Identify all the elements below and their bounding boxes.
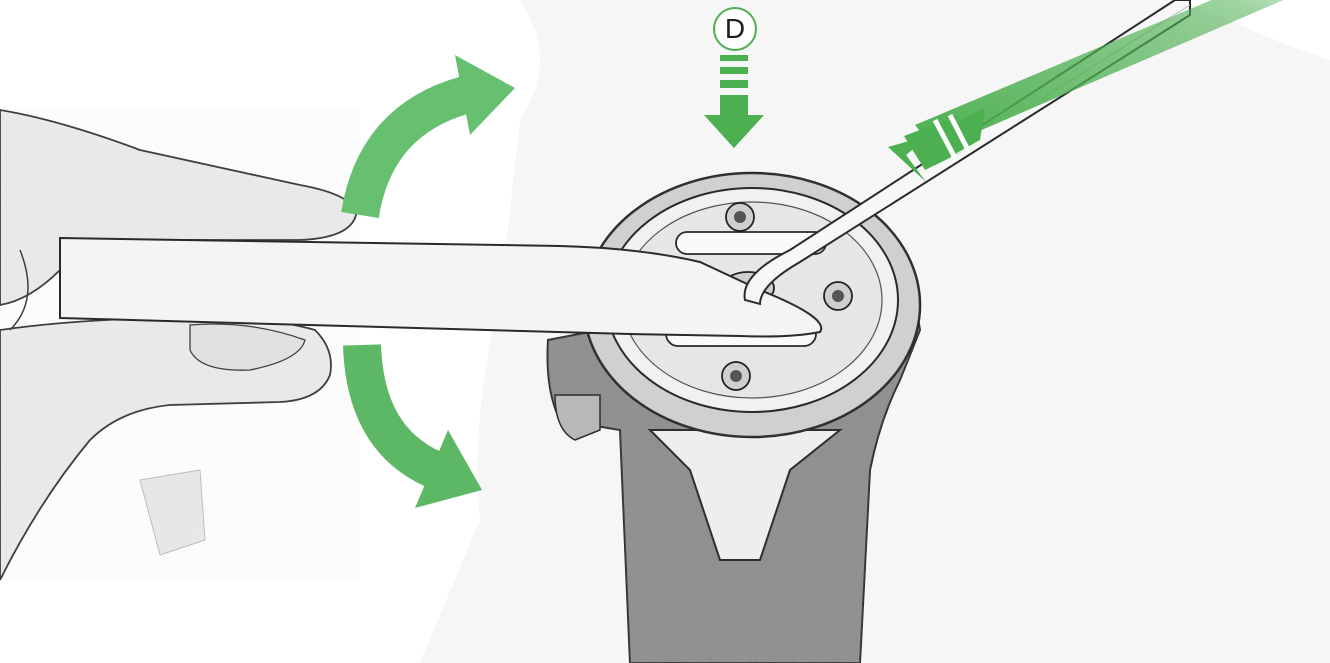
screw-right-icon <box>824 282 852 310</box>
screw-top-icon <box>726 203 754 231</box>
hand <box>0 110 360 580</box>
step-marker-label: D <box>712 11 758 47</box>
screw-bottom-icon <box>722 362 750 390</box>
